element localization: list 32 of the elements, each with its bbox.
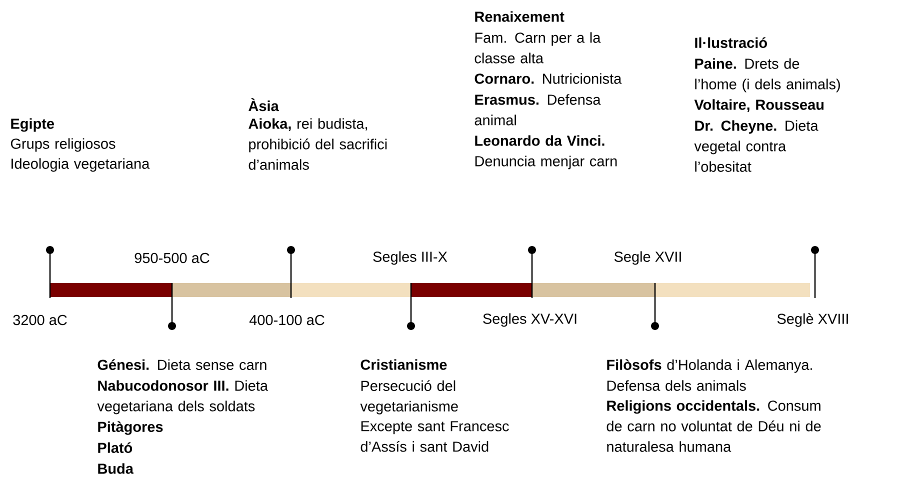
event-text: Fam. Carn per a la classe alta	[474, 32, 601, 64]
date-label: Segles III-X	[373, 251, 448, 265]
event-text: Religions occidentals. Consum de carn no voluntat de Déu ni de naturalesa humana	[606, 400, 821, 452]
event-heading: Renaixement	[475, 11, 564, 22]
event-text: Excepte sant Francesc d’Assís i sant David	[360, 421, 509, 452]
event-text: Aioka, rei budista, prohibició del sacrifici d’animals	[248, 118, 387, 170]
event-heading: Buda	[98, 463, 134, 474]
event-text: Grups religiosos	[10, 138, 116, 152]
event-text: Defensa dels animals	[607, 380, 746, 391]
event-heading: Voltaire, Rousseau	[694, 99, 824, 112]
event-text: Erasmus. Defensa animal	[474, 94, 601, 126]
event-text: Leonardo da Vinci. Denuncia menjar carn	[475, 135, 617, 170]
event-text: Paine. Drets de l’home (i dels animals)	[695, 58, 840, 92]
event-text: Nabucodonosor III. Dieta vegetariana dels soldats	[97, 380, 268, 414]
event-heading: Plató	[98, 442, 132, 453]
event-heading: Pitàgores	[98, 421, 163, 435]
date-label: Segles XV-XVI	[483, 313, 576, 327]
date-label: 950-500 aC	[134, 252, 210, 264]
event-text: Dr. Cheyne. Dieta vegetal contra l’obesitat	[694, 120, 818, 172]
event-heading: Egipte	[11, 118, 54, 132]
date-label: Seglè XVIII	[777, 313, 848, 327]
date-label: Segle XVII	[614, 251, 681, 265]
date-label: 400-100 aC	[249, 314, 324, 326]
event-text: Filòsofs d’Holanda i Alemanya.	[607, 359, 812, 373]
event-heading: Il·lustració	[695, 37, 767, 48]
event-text: Persecució del vegetarianisme	[360, 380, 458, 414]
event-text: Génesi. Dieta sense carn	[98, 359, 266, 370]
event-heading: Àsia	[248, 98, 279, 112]
event-heading: Cristianisme	[360, 359, 447, 370]
date-label: 3200 aC	[13, 314, 67, 326]
event-text: Ideologia vegetariana	[12, 158, 150, 172]
event-text: Cornaro. Nutricionista	[474, 73, 622, 84]
